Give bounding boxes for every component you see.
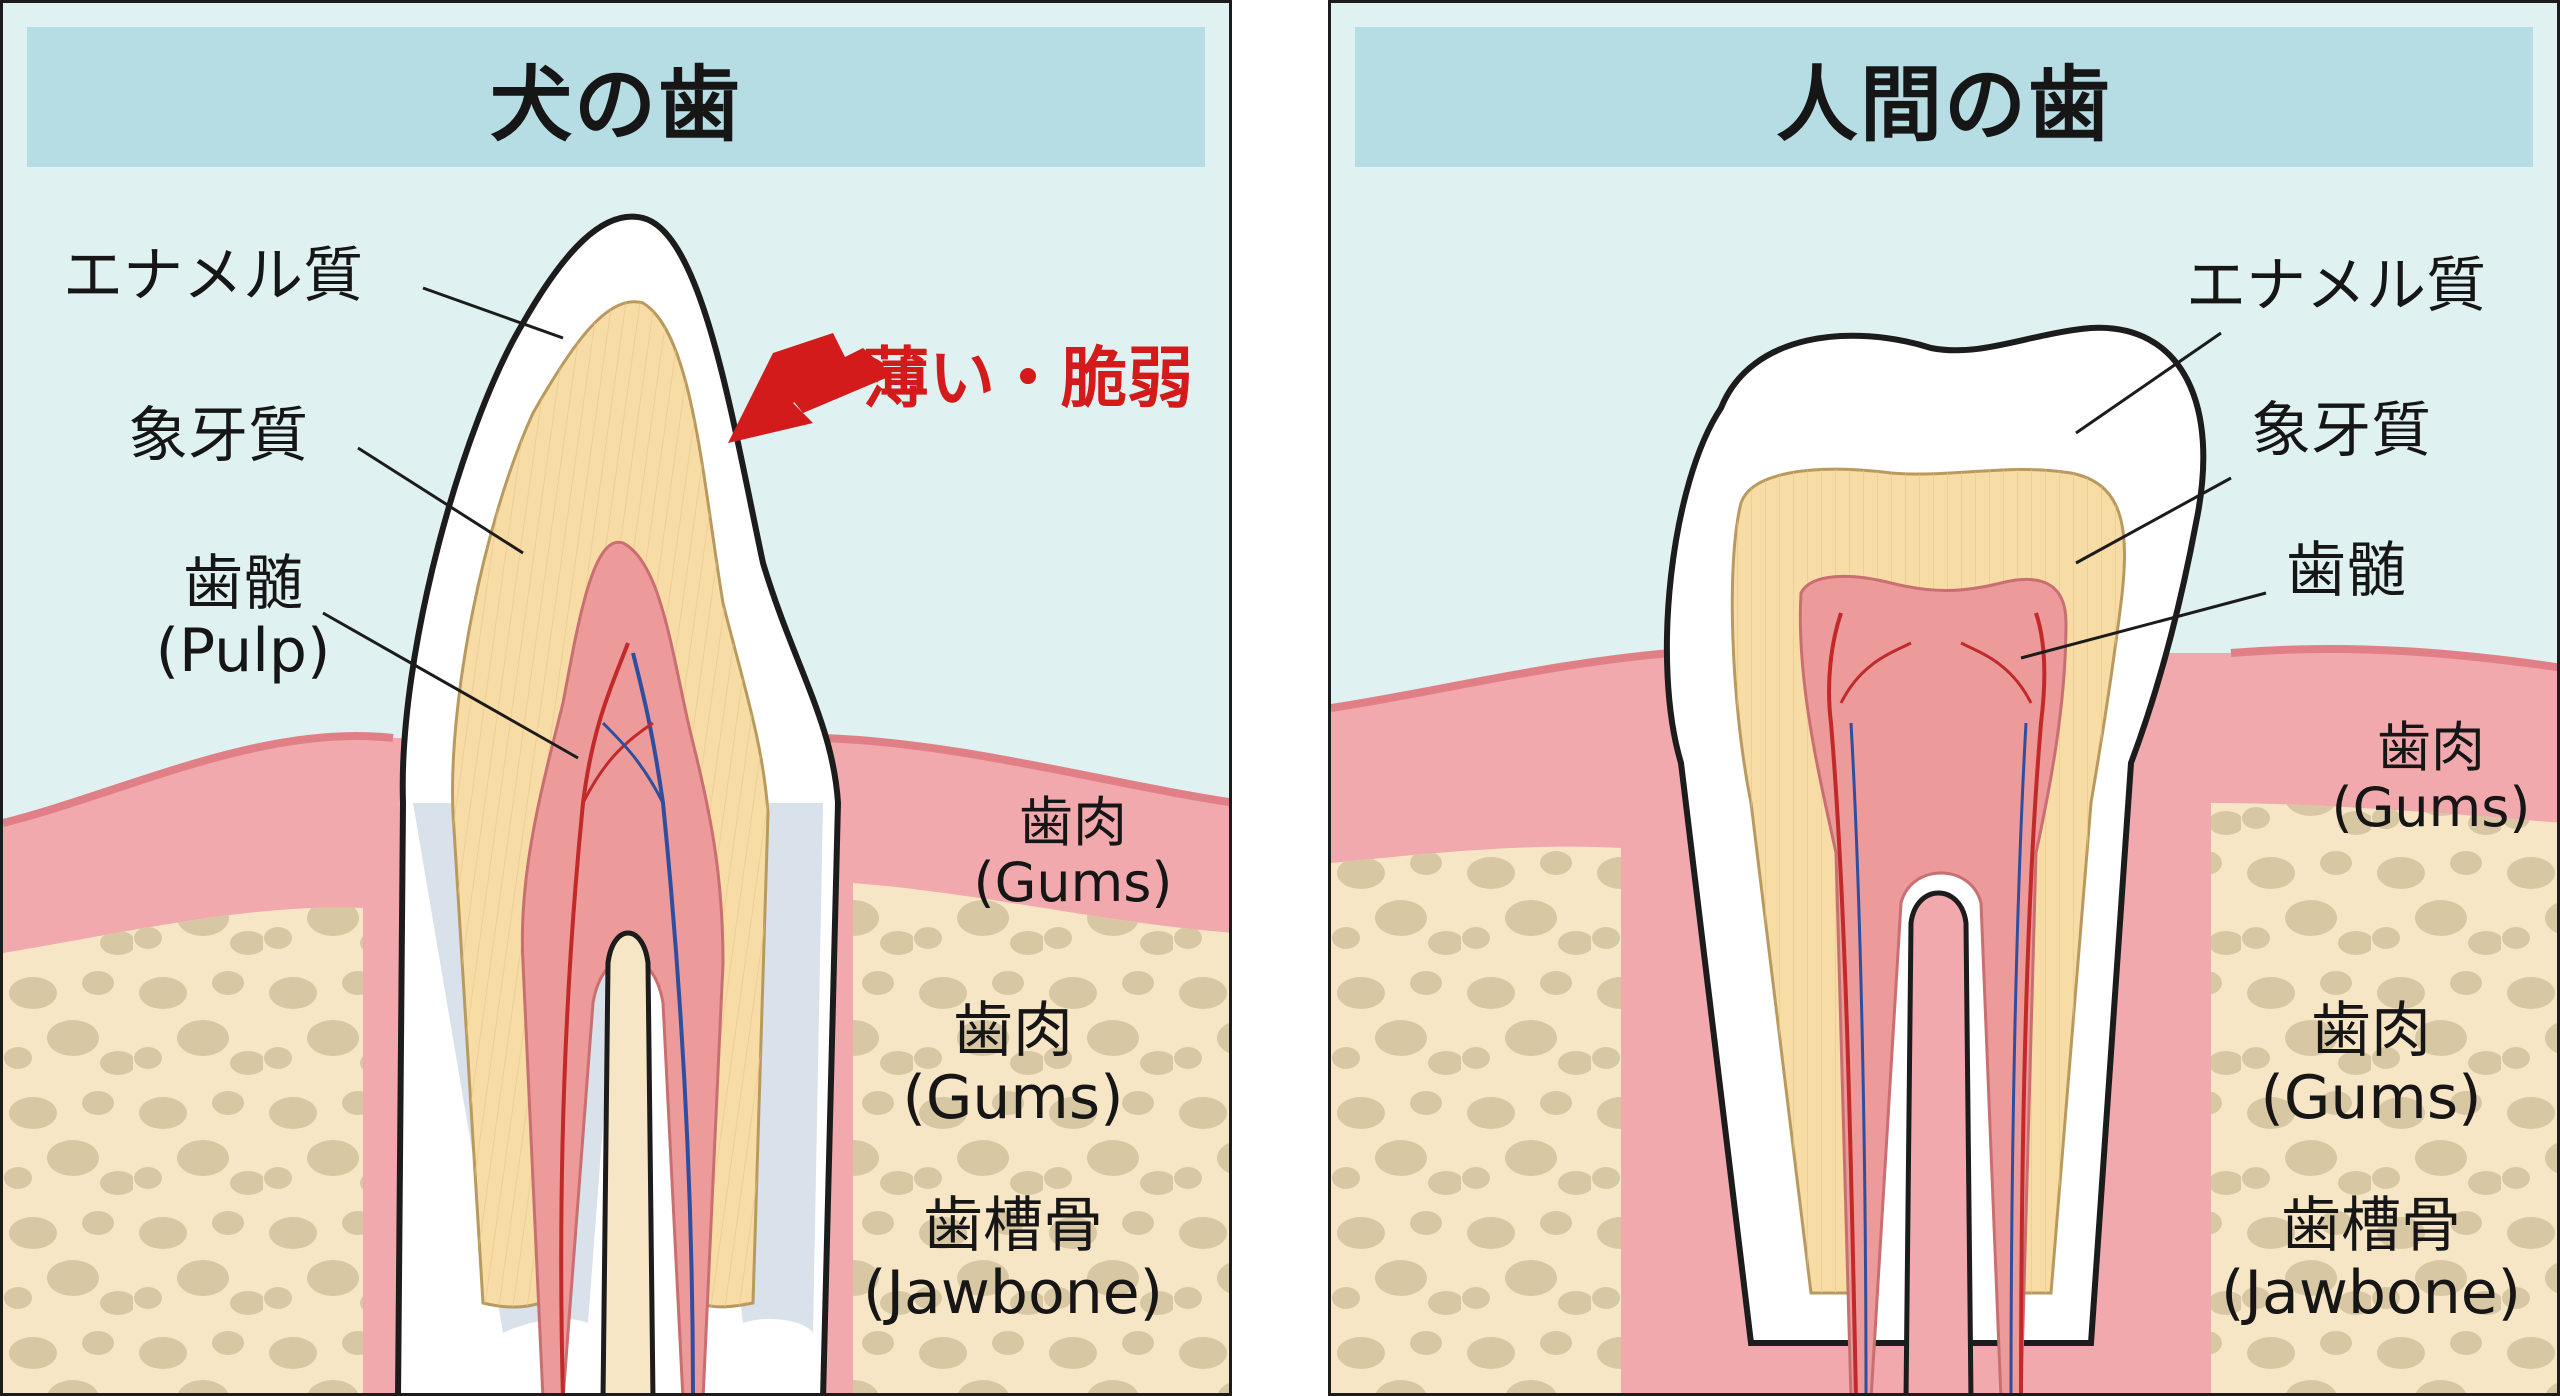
dog-pulp-label: 歯髄 (Pulp) [143,549,343,687]
dog-gums2-en: (Gums) [902,1063,1124,1134]
dog-pulp-en: (Pulp) [155,616,331,687]
human-pulp-label: 歯髄 [2286,536,2406,606]
human-title-bar: 人間の歯 [1355,27,2533,167]
human-gums2-jp: 歯肉 [2311,996,2431,1066]
dog-enamel-label: エナメル質 [63,241,363,311]
dog-gums-label: 歯肉 (Gums) [963,791,1183,915]
blood-vessel [559,642,630,1393]
dog-gums-jp: 歯肉 [1019,791,1127,854]
blood-vessel [1827,612,1858,1393]
dog-dentin-label: 象牙質 [128,401,308,471]
dog-warning-label: 薄い・脆弱 [863,340,1193,417]
human-jawbone-label: 歯槽骨 (Jawbone) [2211,1191,2531,1329]
human-enamel-label: エナメル質 [2186,251,2486,321]
dog-gums-en: (Gums) [973,851,1173,915]
dog-tooth-illustration [3,213,1229,1393]
human-jawbone-en: (Jawbone) [2220,1258,2522,1329]
dog-jawbone-jp: 歯槽骨 [923,1191,1103,1261]
dog-title-bar: 犬の歯 [27,27,1205,167]
human-gums2-label: 歯肉 (Gums) [2251,996,2491,1134]
dog-gums2-jp: 歯肉 [953,996,1073,1066]
human-gums2-en: (Gums) [2260,1063,2482,1134]
human-dentin-label: 象牙質 [2251,396,2431,466]
dog-jawbone-en: (Jawbone) [862,1258,1164,1329]
human-gums-en: (Gums) [2331,776,2531,840]
human-title: 人間の歯 [1775,57,2112,153]
dog-pulp-jp: 歯髄 [183,549,303,619]
dog-tooth-panel: 犬の歯 エナメル質 象牙質 歯髄 (Pulp) 薄い・脆弱 歯肉 (Gums) … [0,0,1232,1396]
dog-title: 犬の歯 [489,57,742,153]
human-gums-label: 歯肉 (Gums) [2321,716,2541,840]
human-jawbone-jp: 歯槽骨 [2281,1191,2461,1261]
human-gums-jp: 歯肉 [2377,716,2485,779]
dog-gums2-label: 歯肉 (Gums) [893,996,1133,1134]
human-tooth-panel: 人間の歯 エナメル質 象牙質 歯髄 歯肉 (Gums) 歯肉 (Gums) 歯槽… [1328,0,2560,1396]
human-pulp [1798,575,2068,1393]
dog-jawbone-label: 歯槽骨 (Jawbone) [853,1191,1173,1329]
human-tooth-illustration [1331,324,2557,1393]
